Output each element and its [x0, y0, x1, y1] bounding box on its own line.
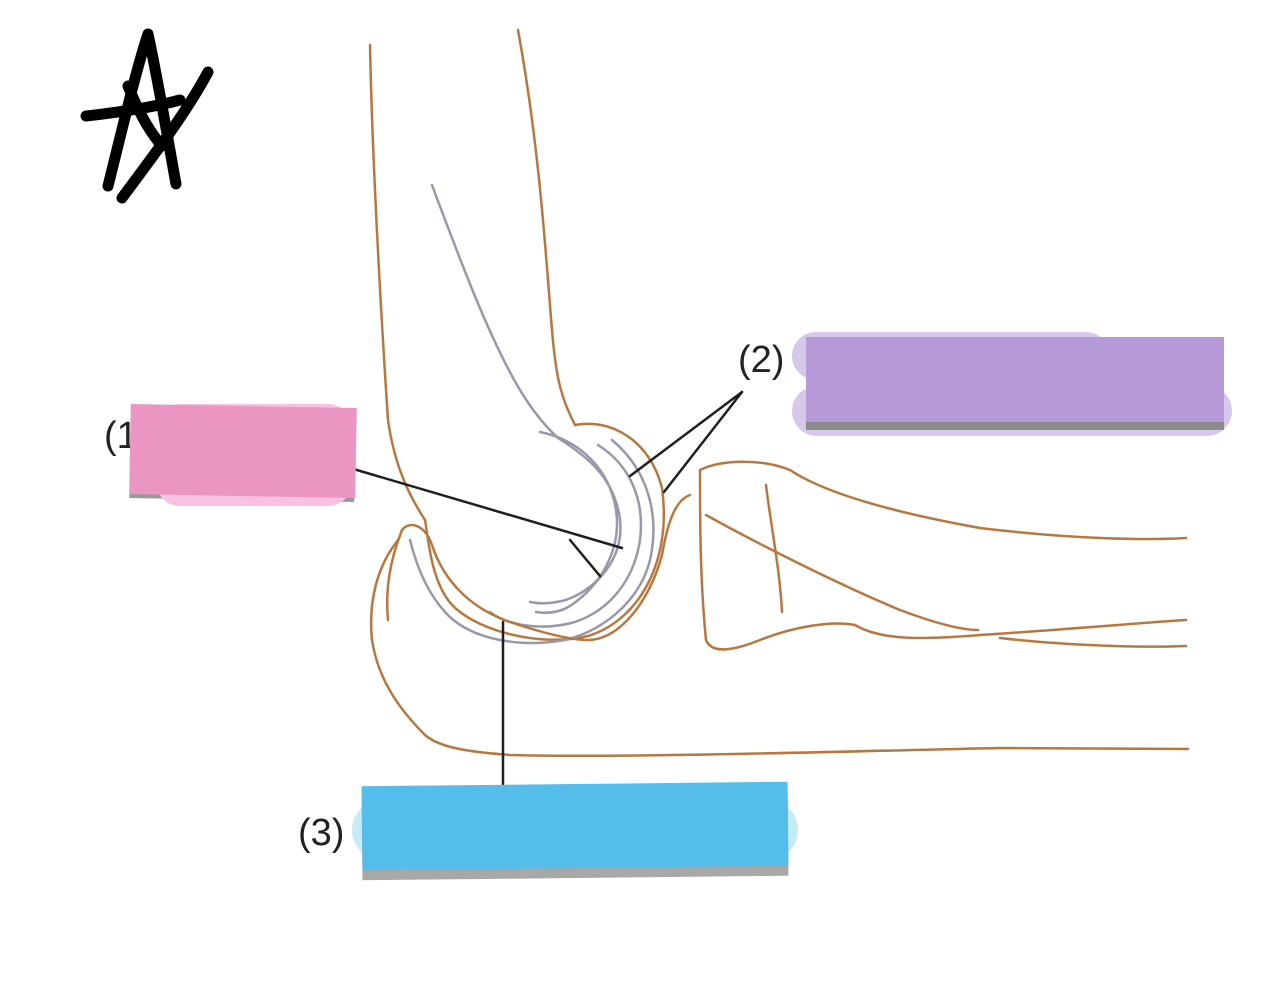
label-1-mask	[129, 404, 357, 498]
label-3-number: (3)	[298, 812, 344, 854]
label-3-mask	[362, 782, 789, 870]
label-2-number: (2)	[738, 339, 784, 381]
label-2: (2)	[738, 332, 1232, 436]
radius-outline	[700, 462, 1186, 650]
leader-line-1	[350, 468, 622, 548]
label-1: (1	[104, 404, 357, 506]
label-3: (3)	[298, 782, 798, 880]
ulna-outline	[371, 495, 1188, 756]
leader-lines	[350, 392, 742, 790]
signature-icon	[86, 34, 208, 198]
label-2-mask	[806, 337, 1224, 422]
leader-line-1-tick	[570, 540, 600, 576]
